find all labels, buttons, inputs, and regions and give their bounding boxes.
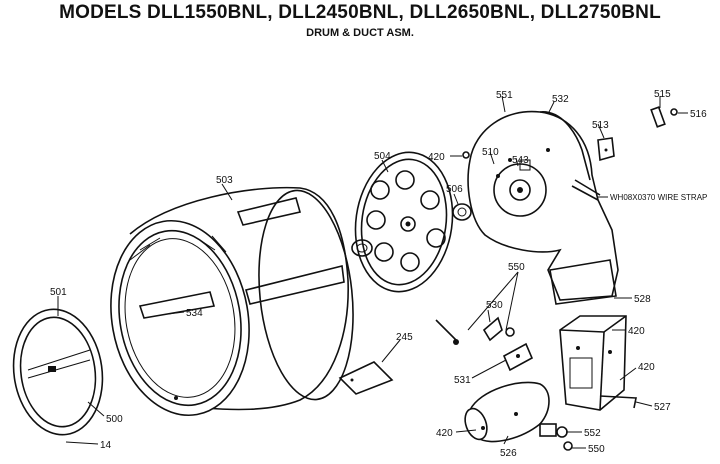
- label-501: 501: [50, 287, 67, 298]
- label-528: 528: [634, 294, 651, 305]
- label-503: 503: [216, 175, 233, 186]
- label-wire-strap: WH08X0370 WIRE STRAP: [610, 193, 707, 202]
- label-420-right: 420: [638, 362, 655, 373]
- label-516: 516: [690, 109, 707, 120]
- label-550-bottom: 550: [588, 444, 605, 455]
- label-515: 515: [654, 89, 671, 100]
- motor-mount-527: [559, 315, 637, 411]
- thermostat-515: [650, 106, 678, 128]
- bracket-531: [502, 342, 534, 372]
- diagram-title: MODELS DLL1550BNL, DLL2450BNL, DLL2650BN…: [59, 2, 661, 23]
- label-500: 500: [106, 414, 123, 425]
- idler-552: [539, 423, 568, 438]
- label-543: 543: [512, 155, 529, 166]
- label-506: 506: [446, 184, 463, 195]
- label-531: 531: [454, 375, 471, 386]
- bracket-530: [482, 316, 515, 342]
- motor-526: [464, 381, 550, 443]
- label-513: 513: [592, 120, 609, 131]
- bracket-513: [597, 137, 615, 162]
- screw-420-top: [462, 151, 470, 159]
- label-550-top: 550: [508, 262, 525, 273]
- label-14: 14: [100, 440, 112, 451]
- label-420-top: 420: [428, 152, 445, 163]
- diagram-subtitle: DRUM & DUCT ASM.: [306, 27, 414, 39]
- label-534: 534: [186, 308, 203, 319]
- label-527: 527: [654, 402, 671, 413]
- label-420-motor: 420: [436, 428, 453, 439]
- clip-245: [338, 361, 394, 395]
- label-245: 245: [396, 332, 413, 343]
- label-530: 530: [486, 300, 503, 311]
- bearing: [452, 203, 472, 221]
- part-labels: 501 500 14 503 534 504 506 420 510 543 5…: [50, 89, 707, 459]
- label-526: 526: [500, 448, 517, 459]
- label-420-box: 420: [628, 326, 645, 337]
- duct-blower-housing: [467, 110, 619, 305]
- screw-550-diag: [435, 319, 459, 345]
- label-504: 504: [374, 151, 391, 162]
- rear-bulkhead: [351, 151, 454, 293]
- label-552: 552: [584, 428, 601, 439]
- washer-550: [563, 441, 573, 451]
- label-532: 532: [552, 94, 569, 105]
- label-551: 551: [496, 90, 513, 101]
- leader-lines: [57, 95, 688, 449]
- front-ring-assembly: [12, 308, 104, 436]
- drum-assembly: [110, 186, 354, 417]
- label-510: 510: [482, 147, 499, 158]
